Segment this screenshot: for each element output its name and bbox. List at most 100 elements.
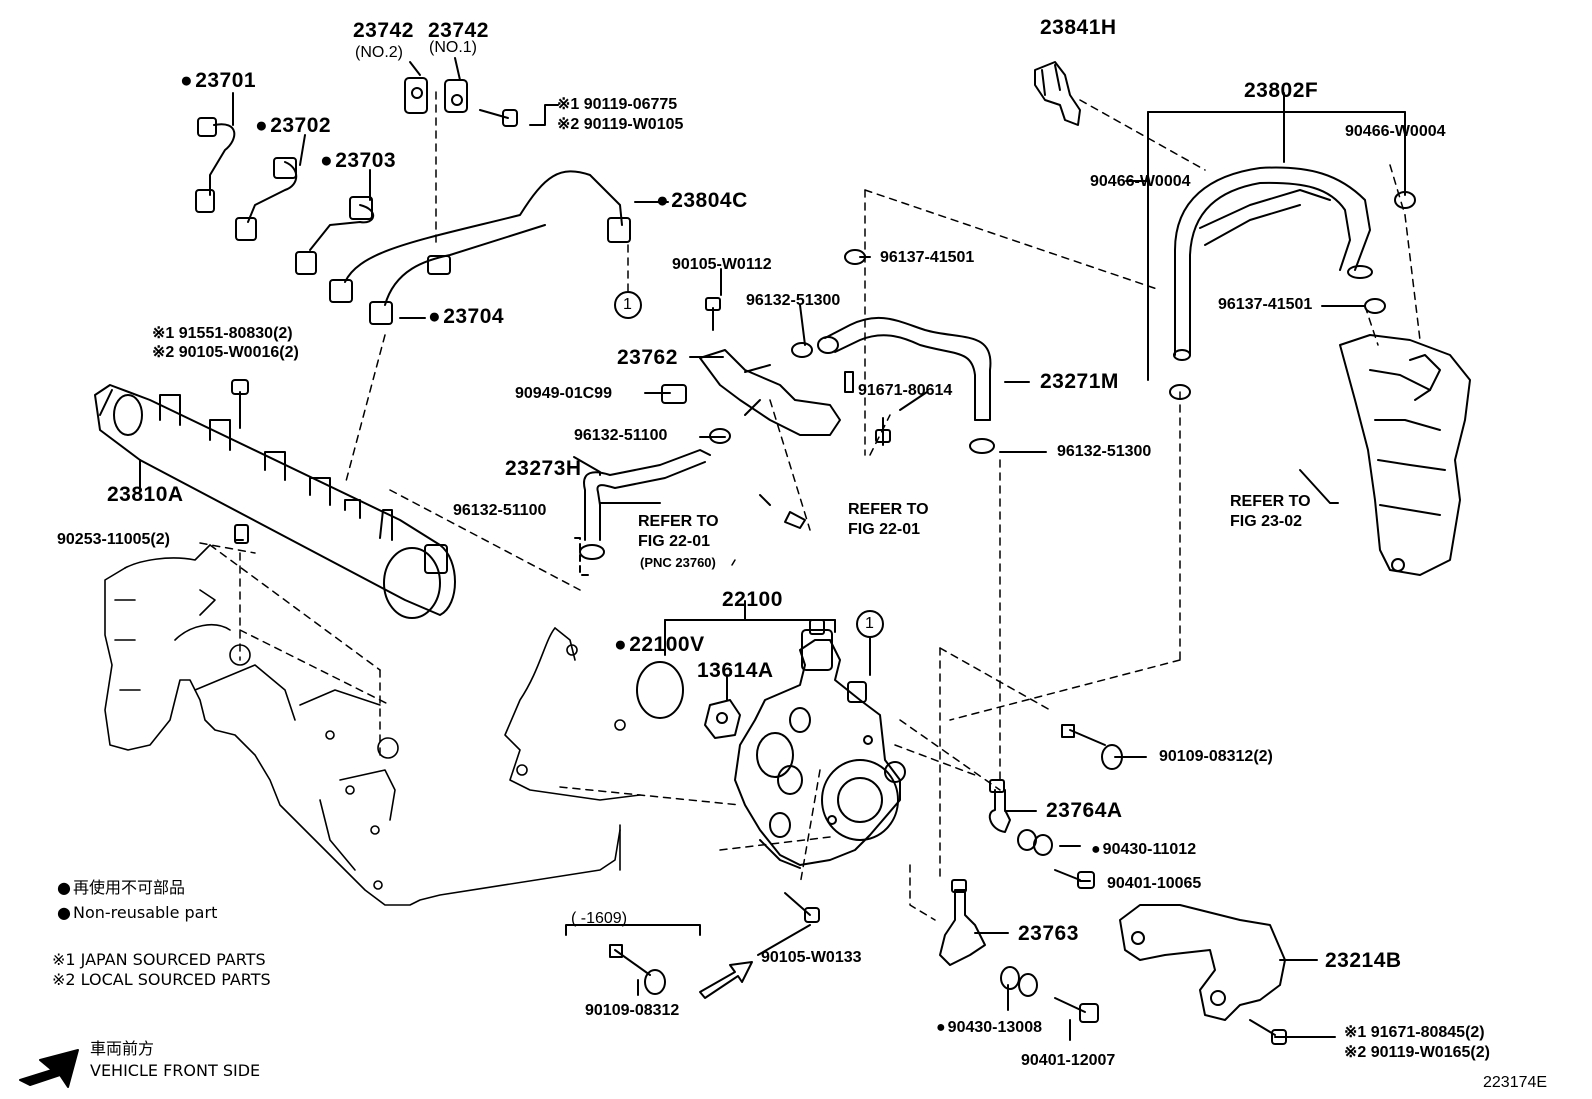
- gasket-90430-13008: [1000, 966, 1038, 997]
- part-label-90119-W0105[interactable]: 90119-W0105: [557, 117, 684, 133]
- part-label-90105-W0016[interactable]: 90105-W0016(2): [152, 345, 299, 361]
- part-label-90105-W0112[interactable]: 90105-W0112: [672, 256, 772, 273]
- common-rail-23810A: [94, 384, 456, 619]
- filter-assembly-ref: [1339, 334, 1471, 576]
- vehicle-front-arrow-icon: [19, 1049, 79, 1088]
- bracket-23762: [699, 349, 841, 436]
- clip-90949-01C99: [661, 384, 687, 404]
- part-label-90109-08312[interactable]: 90109-08312: [585, 1002, 680, 1019]
- vehicle-front-en: VEHICLE FRONT SIDE: [90, 1061, 261, 1080]
- legend-nonreusable-jp: 再使用不可部品: [57, 880, 185, 896]
- bracket-13614A: [704, 699, 741, 739]
- refer-mid-line1[interactable]: REFER TO: [848, 501, 929, 518]
- part-label-90105-W0133[interactable]: 90105-W0133: [761, 949, 862, 966]
- part-label-23841H[interactable]: 23841H: [1040, 16, 1117, 39]
- part-label-96137-41501-a[interactable]: 96137-41501: [880, 249, 975, 266]
- bolt-90119-06775: [479, 109, 518, 127]
- range-label: ( -1609): [571, 910, 628, 927]
- vehicle-front-jp: 車両前方: [90, 1039, 155, 1058]
- hose-23802F: [1173, 166, 1373, 361]
- refer-left-pnc: (PNC 23760): [640, 555, 716, 570]
- arrow-indicator: [699, 961, 753, 999]
- refer-right-line1[interactable]: REFER TO: [1230, 493, 1311, 510]
- part-label-96132-51300-b[interactable]: 96132-51300: [1057, 443, 1152, 460]
- injection-tube-23804C: [329, 170, 631, 325]
- part-label-23802F[interactable]: 23802F: [1244, 79, 1319, 102]
- refer-left-line1[interactable]: REFER TO: [638, 513, 719, 530]
- part-label-23214B[interactable]: 23214B: [1325, 949, 1402, 972]
- part-label-23742-no2[interactable]: 23742: [353, 19, 414, 42]
- injection-tube-23701: [195, 117, 236, 213]
- dashed-guides: [199, 91, 1421, 921]
- supply-pump-22100: [734, 619, 906, 869]
- part-label-91671-80614[interactable]: 91671-80614: [858, 382, 953, 399]
- part-label-90253-11005[interactable]: 90253-11005(2): [57, 531, 170, 548]
- bracket-23214B: [1119, 904, 1286, 1021]
- part-label-90430-11012[interactable]: 90430-11012: [1091, 842, 1196, 858]
- injection-tube-23702: [235, 157, 298, 241]
- diagram-code: 223174E: [1483, 1074, 1548, 1091]
- bolt-91551-80830: [231, 379, 249, 429]
- bolt-91671-80845: [1249, 1019, 1287, 1045]
- part-label-96132-51100-a[interactable]: 96132-51100: [574, 427, 668, 444]
- part-label-96132-51300-a[interactable]: 96132-51300: [746, 292, 841, 309]
- part-label-23764A[interactable]: 23764A: [1046, 799, 1123, 822]
- part-label-90401-10065[interactable]: 90401-10065: [1107, 875, 1202, 892]
- clip-96132-51100: [709, 428, 731, 444]
- clamp-23841H: [1034, 61, 1081, 126]
- part-label-23271M[interactable]: 23271M: [1040, 370, 1119, 393]
- part-label-90466-W0004-a[interactable]: 90466-W0004: [1345, 123, 1446, 140]
- part-label-90430-13008[interactable]: 90430-13008: [936, 1020, 1042, 1036]
- pump-cover-outline: [504, 627, 641, 871]
- dowel-90253-11005: [234, 524, 249, 544]
- part-label-22100[interactable]: 22100: [722, 588, 783, 611]
- cylinder-head-outline: [104, 544, 621, 906]
- legend-nonreusable-en: Non-reusable part: [57, 905, 217, 921]
- gasket-90430-11012: [1017, 829, 1053, 856]
- part-label-13614A[interactable]: 13614A: [697, 659, 774, 682]
- circle-marker-1-pump-label: 1: [865, 615, 874, 632]
- part-label-23742-no1[interactable]: 23742: [428, 19, 489, 42]
- part-label-90109-08312-2[interactable]: 90109-08312(2): [1159, 748, 1273, 765]
- circle-marker-1-pump: [856, 610, 884, 638]
- clip-90466-W0004: [1169, 191, 1416, 400]
- fitting-23763: [939, 879, 986, 966]
- circle-marker-1-top-label: 1: [623, 296, 632, 313]
- clip-96137-41501: [844, 249, 1386, 314]
- part-label-90119-W0165[interactable]: 90119-W0165(2): [1344, 1045, 1490, 1061]
- part-label-23273H[interactable]: 23273H: [505, 457, 582, 480]
- part-label-23810A[interactable]: 23810A: [107, 483, 184, 506]
- part-label-23804C[interactable]: 23804C: [656, 190, 748, 211]
- part-label-23703[interactable]: 23703: [320, 150, 396, 171]
- part-label-96137-41501-b[interactable]: 96137-41501: [1218, 296, 1313, 313]
- bolt-90105-W0133: [784, 892, 820, 923]
- part-label-90949-01C99[interactable]: 90949-01C99: [515, 385, 612, 402]
- part-label-91671-80845[interactable]: 91671-80845(2): [1344, 1025, 1485, 1041]
- part-label-22100V[interactable]: 22100V: [614, 634, 705, 655]
- part-label-91551-80830[interactable]: 91551-80830(2): [152, 326, 293, 342]
- refer-mid-line2[interactable]: FIG 22-01: [848, 521, 921, 538]
- part-label-90401-12007[interactable]: 90401-12007: [1021, 1052, 1116, 1069]
- part-label-90119-06775[interactable]: 90119-06775: [557, 97, 677, 113]
- part-label-23704[interactable]: 23704: [428, 306, 504, 327]
- refer-right-line2[interactable]: FIG 23-02: [1230, 513, 1303, 530]
- small-connector: [759, 371, 854, 529]
- union-bolt-90109-08312: [1061, 724, 1123, 770]
- clip-96132-51300-b: [969, 438, 995, 454]
- part-label-23763[interactable]: 23763: [1018, 922, 1079, 945]
- bolt-90401-12007: [1054, 997, 1099, 1023]
- part-label-23701[interactable]: 23701: [180, 70, 256, 91]
- refer-left-line2[interactable]: FIG 22-01: [638, 533, 711, 550]
- bolt-90401-10065: [1054, 869, 1095, 889]
- circle-marker-1-top: [614, 291, 642, 319]
- part-label-96132-51100-b[interactable]: 96132-51100: [453, 502, 547, 519]
- part-label-90466-W0004-b[interactable]: 90466-W0004: [1090, 173, 1191, 190]
- bolt-91671-80614: [875, 417, 891, 446]
- hose-23273H: [579, 449, 711, 560]
- part-label-23702[interactable]: 23702: [255, 115, 331, 136]
- part-label-23762[interactable]: 23762: [617, 346, 678, 369]
- bolt-90105-W0112: [705, 297, 721, 331]
- injection-tube-23703: [295, 196, 375, 275]
- leader-lines: [139, 57, 1406, 1041]
